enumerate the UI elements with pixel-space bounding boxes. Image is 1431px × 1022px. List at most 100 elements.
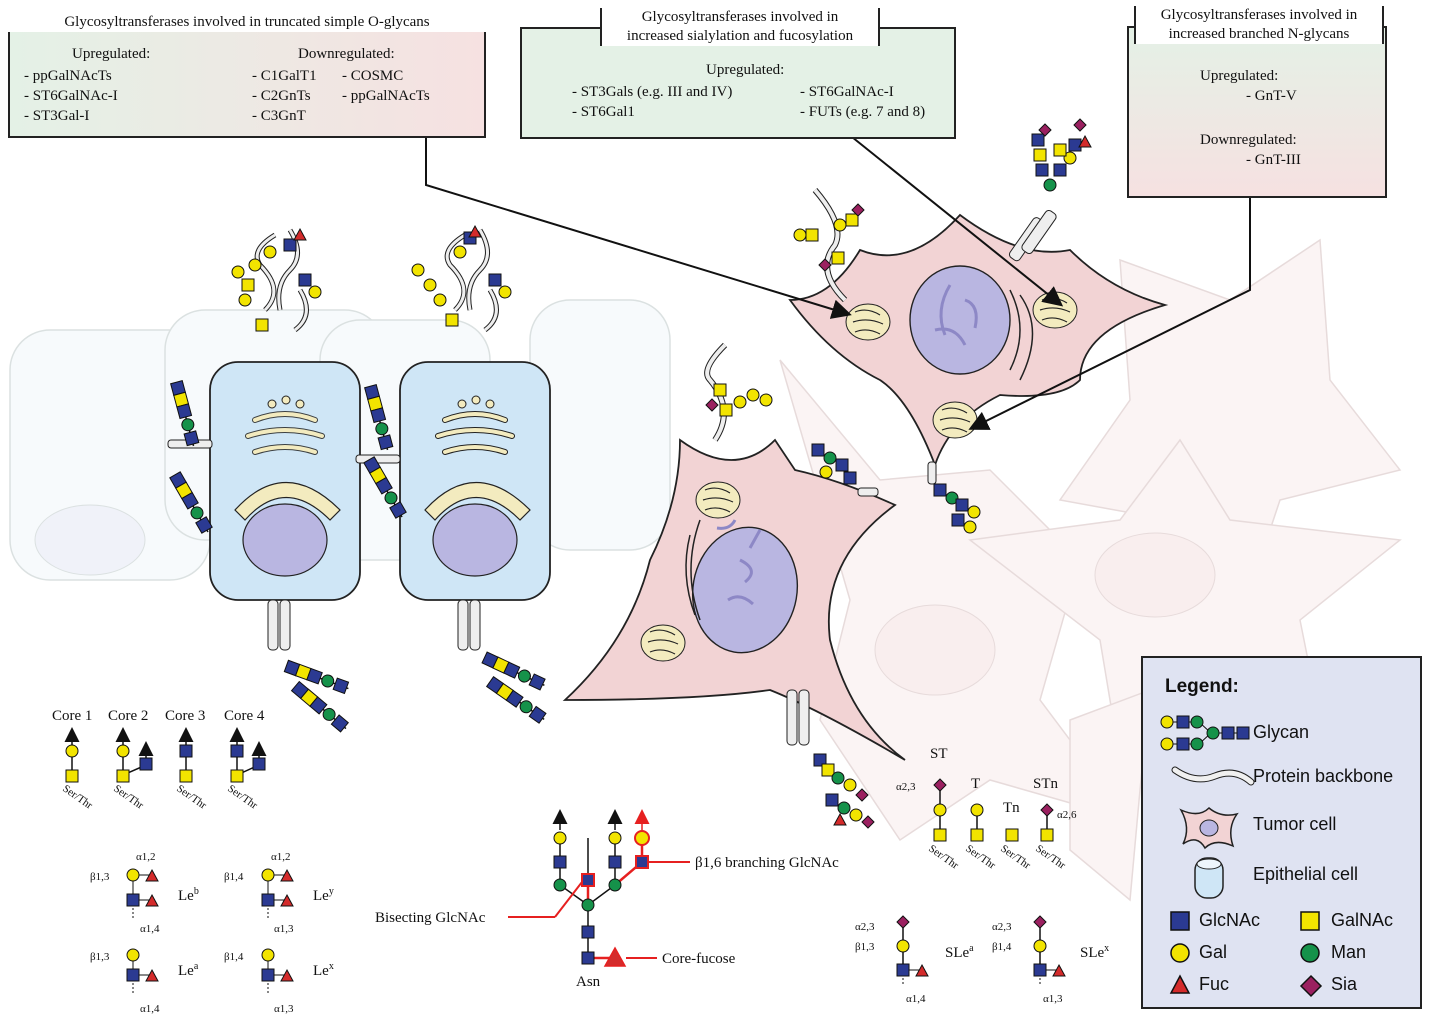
o-antigens <box>933 778 1054 842</box>
slex-left: β1,4 <box>992 941 1012 953</box>
box2-item: - FUTs (e.g. 7 and 8) <box>800 104 926 120</box>
galnac-icon <box>1300 911 1320 931</box>
core4-site: Ser/Thr <box>225 783 260 812</box>
box3-title-line2: increased branched N-glycans <box>1168 26 1350 42</box>
st-label: ST <box>930 746 948 762</box>
lex-bottom: α1,3 <box>274 1003 294 1015</box>
epithelial-cell-left <box>167 228 361 733</box>
protein-backbone-icon <box>1171 766 1255 786</box>
box2-item: - ST3Gals (e.g. III and IV) <box>572 84 733 100</box>
branching-label: β1,6 branching GlcNAc <box>695 855 839 871</box>
gal-icon <box>1170 943 1190 963</box>
bisecting-label: Bisecting GlcNAc <box>375 910 486 926</box>
ley-top: α1,2 <box>271 851 291 863</box>
box1-down-item: - C3GnT <box>252 108 306 124</box>
core-fucose-label: Core-fucose <box>662 951 736 967</box>
lewis-antigens <box>126 868 294 993</box>
legend-galnac: GalNAc <box>1331 910 1394 930</box>
t-label: T <box>971 776 980 792</box>
legend-man: Man <box>1331 942 1367 962</box>
man-icon <box>1300 943 1320 963</box>
box1-up-item: - ST6GalNAc-I <box>24 88 118 104</box>
leb-top: α1,2 <box>136 851 156 863</box>
sia-icon <box>1299 974 1323 998</box>
tumor-cell-icon <box>1179 806 1239 850</box>
lea-name: Lea <box>178 961 199 979</box>
box2-title: Glycosyltransferases involved in increas… <box>600 8 880 46</box>
leb-name: Leb <box>178 886 199 904</box>
slex-bottom: α1,3 <box>1043 993 1063 1005</box>
box1-down-col2: - COSMC - ppGalNAcTs <box>342 66 430 106</box>
box-truncated-o-glycans <box>8 28 486 138</box>
tn-label: Tn <box>1003 800 1020 816</box>
lex-left: β1,4 <box>224 951 244 963</box>
core3-label: Core 3 <box>165 708 205 724</box>
slex-top: α2,3 <box>992 921 1012 933</box>
glcnac-icon <box>1170 911 1190 931</box>
box-branched-n-glycans <box>1127 26 1387 198</box>
tn-site: Ser/Thr <box>998 843 1033 872</box>
leb-bottom: α1,4 <box>140 923 160 935</box>
core3-site: Ser/Thr <box>174 783 209 812</box>
st-a23: α2,3 <box>896 781 916 793</box>
box2-title-line1: Glycosyltransferases involved in <box>641 9 839 25</box>
lea-bottom: α1,4 <box>140 1003 160 1015</box>
sialyl-lewis-antigens <box>896 915 1066 985</box>
ley-name: Ley <box>313 886 334 904</box>
slex-name: SLex <box>1080 943 1109 961</box>
core2-site: Ser/Thr <box>111 783 146 812</box>
slea-bottom: α1,4 <box>906 993 926 1005</box>
lex-name: Lex <box>313 961 334 979</box>
core1-label: Core 1 <box>52 708 92 724</box>
box3-up-item: - GnT-V <box>1246 88 1297 104</box>
box1-down-item: - COSMC <box>342 68 404 84</box>
epithelial-cell-icon <box>1194 857 1224 899</box>
fuc-icon <box>1169 974 1191 994</box>
box1-down-col1: - C1GalT1 - C2GnTs - C3GnT <box>252 66 317 126</box>
legend-sia: Sia <box>1331 974 1358 994</box>
box1-down-item: - C1GalT1 <box>252 68 317 84</box>
box3-up-label: Upregulated: <box>1200 68 1279 84</box>
core1-site: Ser/Thr <box>60 783 95 812</box>
arrow-box2 <box>851 136 1064 307</box>
box1-up-label: Upregulated: <box>72 46 151 62</box>
glycan-icon <box>1160 715 1250 751</box>
o-glycan-cores <box>64 727 267 783</box>
n-glycan-structure <box>508 809 690 967</box>
box1-down-item: - C2GnTs <box>252 88 311 104</box>
box3-title: Glycosyltransferases involved in increas… <box>1134 6 1384 44</box>
legend-epithelial: Epithelial cell <box>1253 864 1359 884</box>
asn-label: Asn <box>576 974 601 990</box>
legend-glcnac: GlcNAc <box>1199 910 1261 930</box>
stn-site: Ser/Thr <box>1033 843 1068 872</box>
legend-backbone: Protein backbone <box>1253 766 1394 786</box>
slea-name: SLea <box>945 943 974 961</box>
legend-glycan: Glycan <box>1253 722 1310 742</box>
box2-col2: - ST6GalNAc-I - FUTs (e.g. 7 and 8) <box>800 82 925 122</box>
box1-down-label: Downregulated: <box>298 46 395 62</box>
legend-gal: Gal <box>1199 942 1228 962</box>
stn-label: STn <box>1033 776 1059 792</box>
box3-down-label: Downregulated: <box>1200 132 1297 148</box>
box3-title-line1: Glycosyltransferases involved in <box>1160 7 1358 23</box>
ley-left: β1,4 <box>224 871 244 883</box>
arrow-box1 <box>425 137 852 319</box>
box2-title-line2: increased sialylation and fucosylation <box>626 28 854 44</box>
legend-tumor: Tumor cell <box>1253 814 1337 834</box>
box1-down-item: - ppGalNAcTs <box>342 88 430 104</box>
tumor-cell-upper <box>788 118 1169 534</box>
st-site: Ser/Thr <box>926 843 961 872</box>
box2-up-label: Upregulated: <box>706 62 785 78</box>
ley-bottom: α1,3 <box>274 923 294 935</box>
legend-panel: Legend: Glycan Protein backbone Tumor ce… <box>1141 656 1422 1009</box>
stn-a26: α2,6 <box>1057 809 1077 821</box>
slea-left: β1,3 <box>855 941 875 953</box>
slea-top: α2,3 <box>855 921 875 933</box>
tumor-cell-lower <box>562 342 906 829</box>
box2-item: - ST6GalNAc-I <box>800 84 894 100</box>
legend-fuc: Fuc <box>1199 974 1230 994</box>
box1-up-list: - ppGalNAcTs - ST6GalNAc-I - ST3Gal-I <box>24 66 118 126</box>
box1-up-item: - ST3Gal-I <box>24 108 90 124</box>
core2-label: Core 2 <box>108 708 148 724</box>
box1-title: Glycosyltransferases involved in truncat… <box>8 12 486 32</box>
